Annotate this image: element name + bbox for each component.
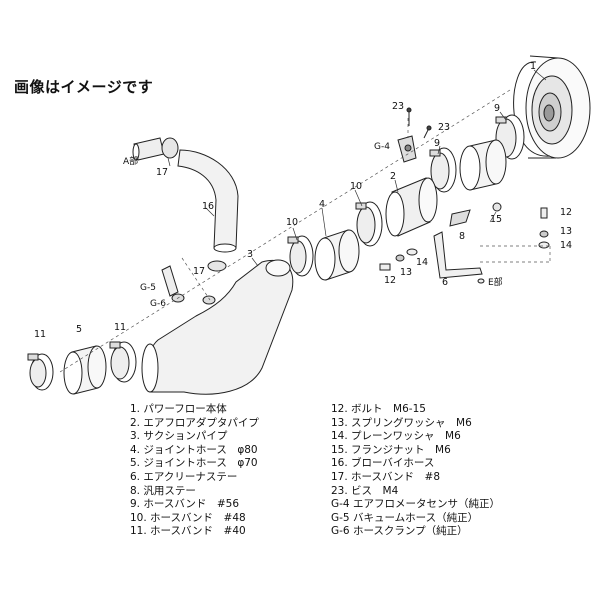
callout-13a: 13 [560,226,573,237]
callout-12a: 12 [560,207,573,218]
legend-item: 13. スプリングワッシャ M6 [331,416,472,429]
callout-11a: 11 [114,322,127,333]
part-1-filter [513,55,591,159]
part-16-blowby-hose [177,149,239,253]
callout-5: 5 [76,324,83,335]
callout-g5: G-5 [140,283,156,293]
legend-item: G-6 ホースクランプ（純正） [331,525,468,538]
part-11-hose-band-2 [27,353,54,391]
callout-17b: 17 [193,266,206,277]
legend-item: G-4 エアフロメータセンサ（純正） [331,498,500,511]
callout-1: 1 [530,61,537,72]
callout-9b: 9 [434,138,441,149]
legend-item: 5. ジョイントホース φ70 [130,457,258,470]
part-2-airflow-adapter [385,177,438,237]
part-fasteners [379,202,550,284]
part-11-hose-band [109,341,137,383]
callout-e-part: E部 [488,278,503,288]
parts-legend-right: 12. ボルト M6-15 13. スプリングワッシャ M6 14. プレーンワ… [331,403,500,539]
legend-item: 9. ホースバンド #56 [130,498,240,511]
legend-item: 14. プレーンワッシャ M6 [331,430,461,443]
legend-item: 17. ホースバンド #8 [331,470,441,483]
callout-23b: 23 [438,122,451,133]
part-4-joint-hose [314,229,360,281]
part-17-clamp [207,260,227,272]
callout-4: 4 [319,199,326,210]
part-g5-g6 [161,265,185,303]
legend-item: 23. ビス M4 [331,484,399,497]
callout-13b: 13 [400,267,413,278]
legend-item: 12. ボルト M6-15 [331,403,426,415]
callout-g4: G-4 [374,142,390,152]
part-23-screws [406,107,432,139]
callout-a-part: A部 [123,157,139,167]
callout-15: 15 [490,214,503,225]
part-9-hose-band-2 [429,147,457,193]
part-a-connector [132,137,179,161]
legend-item: 15. フランジナット M6 [331,443,451,456]
callout-16: 16 [202,201,215,212]
callout-23a: 23 [392,101,405,112]
callout-8: 8 [459,231,466,242]
callout-10b: 10 [286,217,299,228]
callout-11b: 11 [34,329,47,340]
image-disclaimer-heading: 画像はイメージです [14,78,154,96]
part-5-joint-hose [63,345,107,395]
legend-item: 3. サクションパイプ [130,430,228,443]
legend-item: 6. エアクリーナステー [130,470,238,483]
legend-item: 2. エアフロアダプタパイプ [130,416,259,429]
callout-14b: 14 [416,257,429,268]
assembly-guides [59,89,551,373]
part-8-stay [449,209,471,227]
parts-legend-left: 1. パワーフロー本体 2. エアフロアダプタパイプ 3. サクションパイプ 4… [130,403,259,539]
legend-item: 11. ホースバンド #40 [130,525,246,538]
part-g4-sensor [397,135,417,163]
legend-item: G-5 バキュームホース（純正） [331,511,479,524]
legend-item: 10. ホースバンド #48 [130,511,246,524]
callout-2: 2 [390,171,397,182]
part-3-suction-pipe [141,259,294,395]
legend-item: 16. ブローバイホース [331,457,435,470]
legend-item: 1. パワーフロー本体 [130,403,227,415]
callout-g6: G-6 [150,299,166,309]
callout-14a: 14 [560,240,573,251]
callout-12b: 12 [384,275,397,286]
legend-item: 4. ジョイントホース φ80 [130,443,258,456]
callout-3: 3 [247,249,254,260]
callout-10a: 10 [350,181,363,192]
part-10-hose-band [355,201,383,247]
part-6-stay [433,231,483,279]
part-joint-hose-upper [459,139,507,191]
callout-17a: 17 [156,167,169,178]
part-10-hose-band-2 [287,235,314,277]
callout-9a: 9 [494,103,501,114]
callout-leaders [167,69,547,267]
callout-6: 6 [442,277,449,288]
legend-item: 8. 汎用ステー [130,484,196,497]
